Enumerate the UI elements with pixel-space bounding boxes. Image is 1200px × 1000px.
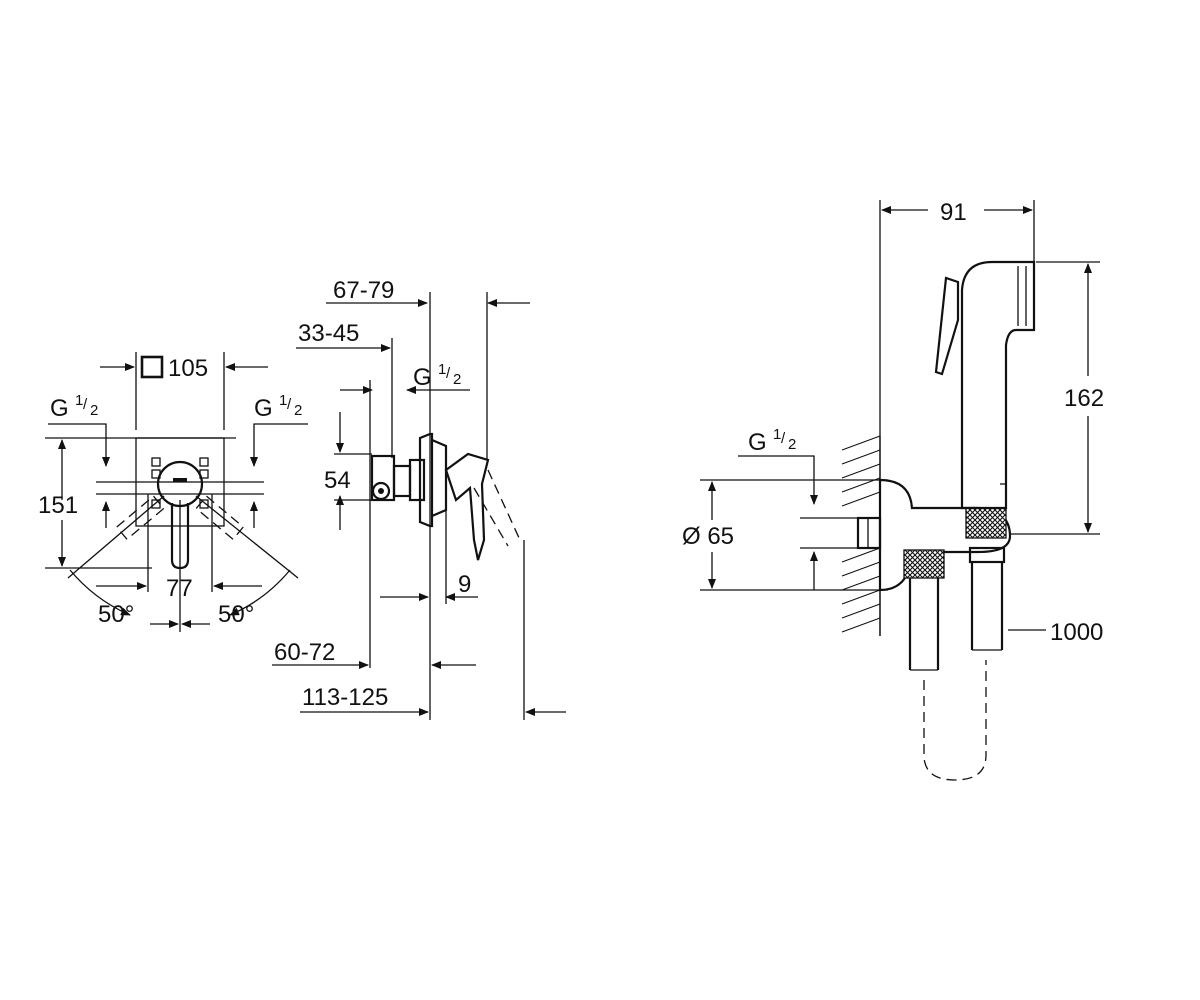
front-view: 105 G 1 / 2 G 1 / 2 (38, 352, 308, 632)
g-right-label: G (254, 395, 273, 422)
g-left-slash: / (83, 396, 88, 413)
dim-hose-label: 1000 (1050, 619, 1103, 646)
angle-right-label: 50° (218, 601, 254, 628)
side-g-den: 2 (453, 371, 461, 388)
g-right-den: 2 (294, 402, 302, 419)
dim-diameter-label: Ø 65 (682, 523, 734, 550)
g-left-den: 2 (90, 402, 98, 419)
g-right-slash: / (287, 396, 292, 413)
square-symbol (140, 355, 164, 379)
spray-g-slash: / (781, 430, 786, 447)
wall-hatch (841, 435, 881, 636)
dim-91-label: 91 (940, 199, 967, 226)
side-g-num: 1 (438, 361, 446, 378)
dim-67-79-label: 67-79 (333, 277, 394, 304)
hose (908, 562, 1004, 781)
g-left-num: 1 (75, 392, 83, 409)
side-view: 67-79 33-45 G 1 / 2 54 (272, 277, 566, 720)
lever-rotation-left (67, 495, 165, 579)
spray-g-den: 2 (788, 436, 796, 453)
dim-113-125-label: 113-125 (302, 684, 388, 711)
side-lever (444, 452, 490, 561)
angle-left-label: 50° (98, 601, 134, 628)
dim-54-label: 54 (324, 467, 351, 494)
valve-body (370, 454, 396, 502)
lever-cap (156, 460, 204, 508)
g-left-label: G (50, 395, 69, 422)
side-g-label: G (413, 364, 432, 391)
width-dim-label: 77 (166, 575, 193, 602)
square-dim-label: 105 (168, 355, 208, 382)
side-g-slash: / (446, 365, 451, 382)
spray-g-num: 1 (773, 426, 781, 443)
spray-view: 91 162 G 1 / 2 (682, 199, 1104, 781)
dim-33-45-label: 33-45 (298, 320, 359, 347)
g-right-num: 1 (279, 392, 287, 409)
spray-head (960, 260, 1036, 510)
spray-trigger (934, 276, 960, 376)
dim-9-label: 9 (458, 571, 471, 598)
dim-60-72-label: 60-72 (274, 639, 335, 666)
height-dim-label: 151 (38, 492, 78, 519)
lever-rotation-right (195, 495, 299, 579)
spray-g-label: G (748, 429, 767, 456)
dim-162-label: 162 (1064, 385, 1104, 412)
